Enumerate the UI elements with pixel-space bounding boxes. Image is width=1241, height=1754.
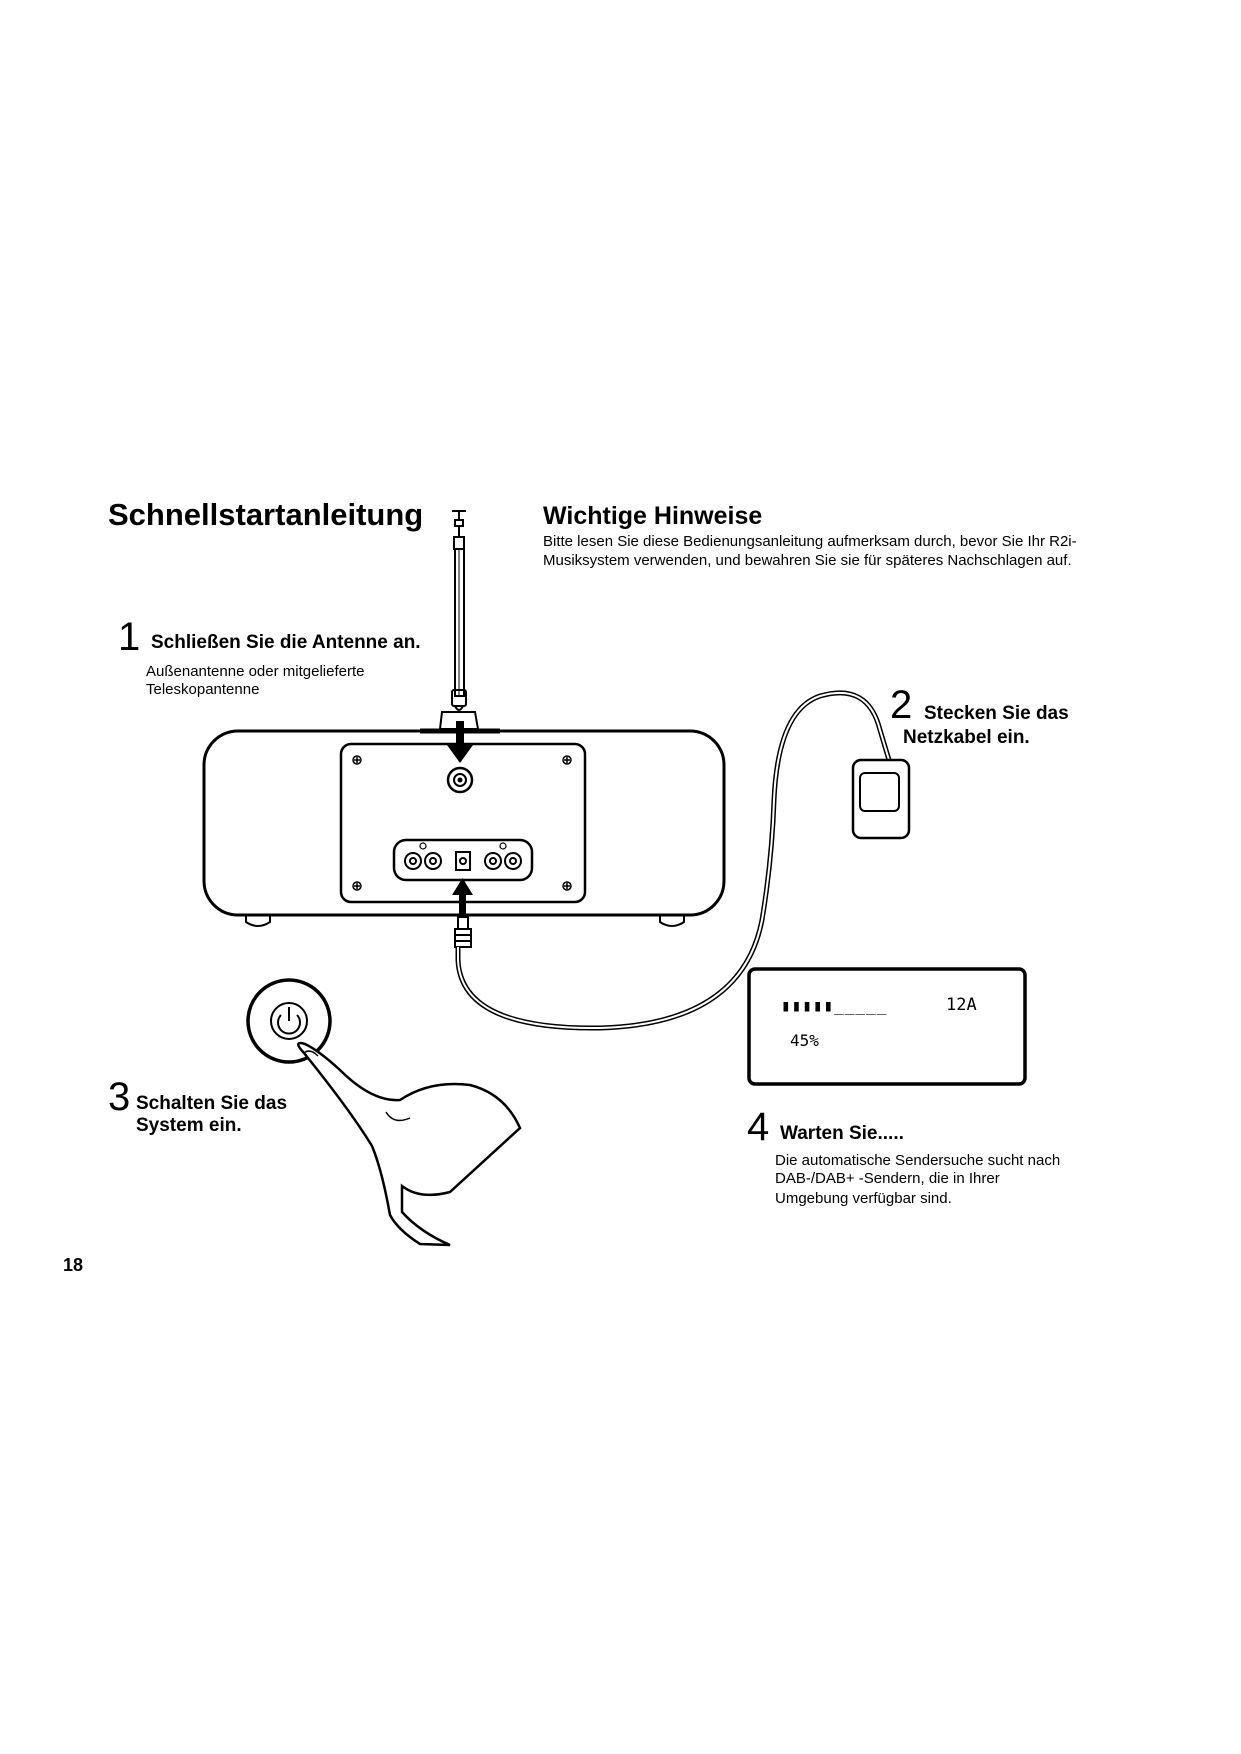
hand-icon bbox=[297, 1041, 522, 1247]
step-4-detail-line2: DAB-/DAB+ -Sendern, die in Ihrer bbox=[775, 1170, 1000, 1187]
step-4-detail-line1: Die automatische Sendersuche sucht nach bbox=[775, 1152, 1061, 1169]
step-4-heading: Warten Sie..... bbox=[780, 1123, 904, 1144]
page-title: Schnellstartanleitung bbox=[108, 497, 424, 532]
step-3-heading-line2: System ein. bbox=[136, 1115, 242, 1136]
notes-title: Wichtige Hinweise bbox=[543, 502, 763, 530]
step-3-number: 3 bbox=[108, 1075, 131, 1119]
power-button-icon bbox=[246, 978, 332, 1064]
step-1-detail-line1: Außenantenne oder mitgelieferte bbox=[146, 663, 365, 680]
step-4-number: 4 bbox=[747, 1105, 770, 1149]
step-2-heading-line2: Netzkabel ein. bbox=[903, 727, 1030, 748]
lcd-channel: 12A bbox=[946, 995, 977, 1015]
power-adapter-icon bbox=[851, 758, 911, 840]
step-2-number: 2 bbox=[890, 683, 913, 727]
step-2-heading-line1: Stecken Sie das bbox=[924, 703, 1069, 724]
step-1-number: 1 bbox=[118, 615, 141, 659]
page-number: 18 bbox=[63, 1255, 84, 1275]
step-1-heading: Schließen Sie die Antenne an. bbox=[151, 632, 421, 653]
notes-text: Bitte lesen Sie diese Bedienungsanleitun… bbox=[543, 533, 1077, 569]
lcd-percent: 45% bbox=[790, 1031, 819, 1050]
lcd-display-icon bbox=[747, 967, 1027, 1086]
arrow-down-icon bbox=[447, 721, 473, 915]
step-1-detail-line2: Teleskopantenne bbox=[146, 681, 260, 698]
lcd-progress-bar: ▮▮▮▮▮_____ bbox=[781, 996, 888, 1015]
step-4-detail-line3: Umgebung verfügbar sind. bbox=[775, 1190, 952, 1207]
antenna-icon bbox=[451, 510, 467, 711]
step-3-heading-line1: Schalten Sie das bbox=[136, 1093, 288, 1114]
